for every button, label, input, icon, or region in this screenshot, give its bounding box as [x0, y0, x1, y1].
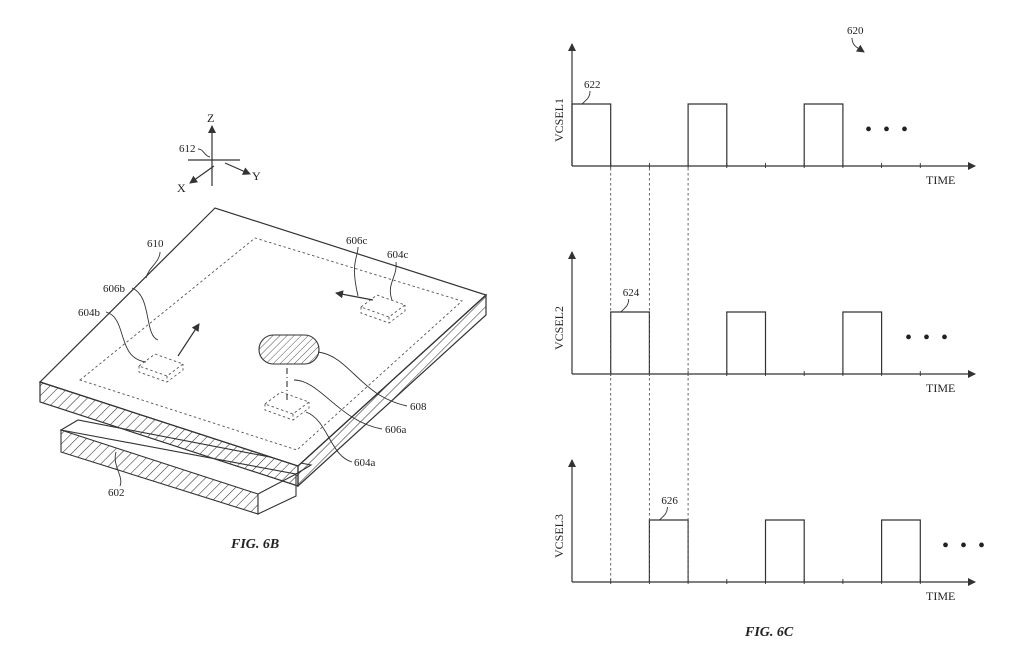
label-610: 610 — [147, 238, 164, 250]
direction-arrow-606b — [177, 323, 200, 357]
axis-x-label: X — [177, 181, 186, 195]
label-624: 624 — [623, 287, 640, 299]
pulse-vcsel1-3 — [803, 103, 844, 166]
y-axis-line — [224, 162, 251, 175]
label-606b: 606b — [103, 283, 126, 295]
label-620-arrow — [851, 37, 865, 53]
upper-plate-side-face — [297, 293, 487, 488]
pulse-vcsel1-2 — [687, 103, 728, 166]
leader-626 — [659, 506, 668, 521]
time-label-vcsel1: TIME — [926, 173, 955, 187]
reference-labels-6b: 610 606b 604b 606c 604c 608 606a 604a 60… — [78, 235, 427, 499]
pulse-vcsel2-3 — [842, 311, 883, 374]
caption-fig-6b: FIG. 6B — [230, 537, 279, 552]
pulse-vcsel2-2 — [726, 311, 767, 374]
upper-plate-610 — [38, 207, 488, 488]
channel-label-vcsel3: VCSEL3 — [552, 514, 566, 558]
label-604c: 604c — [387, 249, 409, 261]
time-label-vcsel2: TIME — [926, 381, 955, 395]
axis-y-label: Y — [252, 169, 261, 183]
label-606a: 606a — [385, 424, 407, 436]
label-604b: 604b — [78, 307, 101, 319]
emitter-604a — [264, 391, 310, 421]
caption-fig-6c: FIG. 6C — [744, 625, 794, 640]
direction-arrow-606c — [335, 290, 374, 301]
emitter-604b — [138, 353, 184, 383]
upper-plate-inner-boundary — [79, 237, 463, 451]
label-606c: 606c — [346, 235, 368, 247]
axes-ref-leader — [197, 148, 211, 158]
label-622: 622 — [584, 79, 601, 91]
object-608 — [258, 334, 320, 365]
x-axis-line — [189, 165, 215, 184]
label-602: 602 — [108, 487, 125, 499]
label-620: 620 — [847, 25, 864, 37]
label-626: 626 — [661, 495, 678, 507]
channel-label-vcsel2: VCSEL2 — [552, 306, 566, 350]
continuation-dots-vcsel3: • • • — [942, 535, 988, 557]
leader-624 — [620, 298, 630, 313]
continuation-dots-vcsel1: • • • — [865, 119, 911, 141]
fig-6b: Z Y X 612 — [38, 111, 488, 552]
pulse-vcsel3-3 — [880, 519, 921, 582]
label-608: 608 — [410, 401, 427, 413]
time-label-vcsel3: TIME — [926, 589, 955, 603]
axis-z-label: Z — [207, 111, 214, 125]
label-604a: 604a — [354, 457, 376, 469]
axes-ref-label: 612 — [179, 143, 196, 155]
coordinate-axes-612: Z Y X 612 — [177, 111, 261, 195]
leader-622 — [581, 90, 591, 105]
pulse-vcsel3-1 — [648, 519, 689, 582]
emitter-604c — [360, 294, 406, 324]
channel-label-vcsel1: VCSEL1 — [552, 98, 566, 142]
continuation-dots-vcsel2: • • • — [905, 327, 951, 349]
pulse-vcsel1-1 — [571, 103, 612, 166]
pulse-vcsel2-1 — [610, 311, 651, 374]
pulse-vcsel3-2 — [764, 519, 805, 582]
